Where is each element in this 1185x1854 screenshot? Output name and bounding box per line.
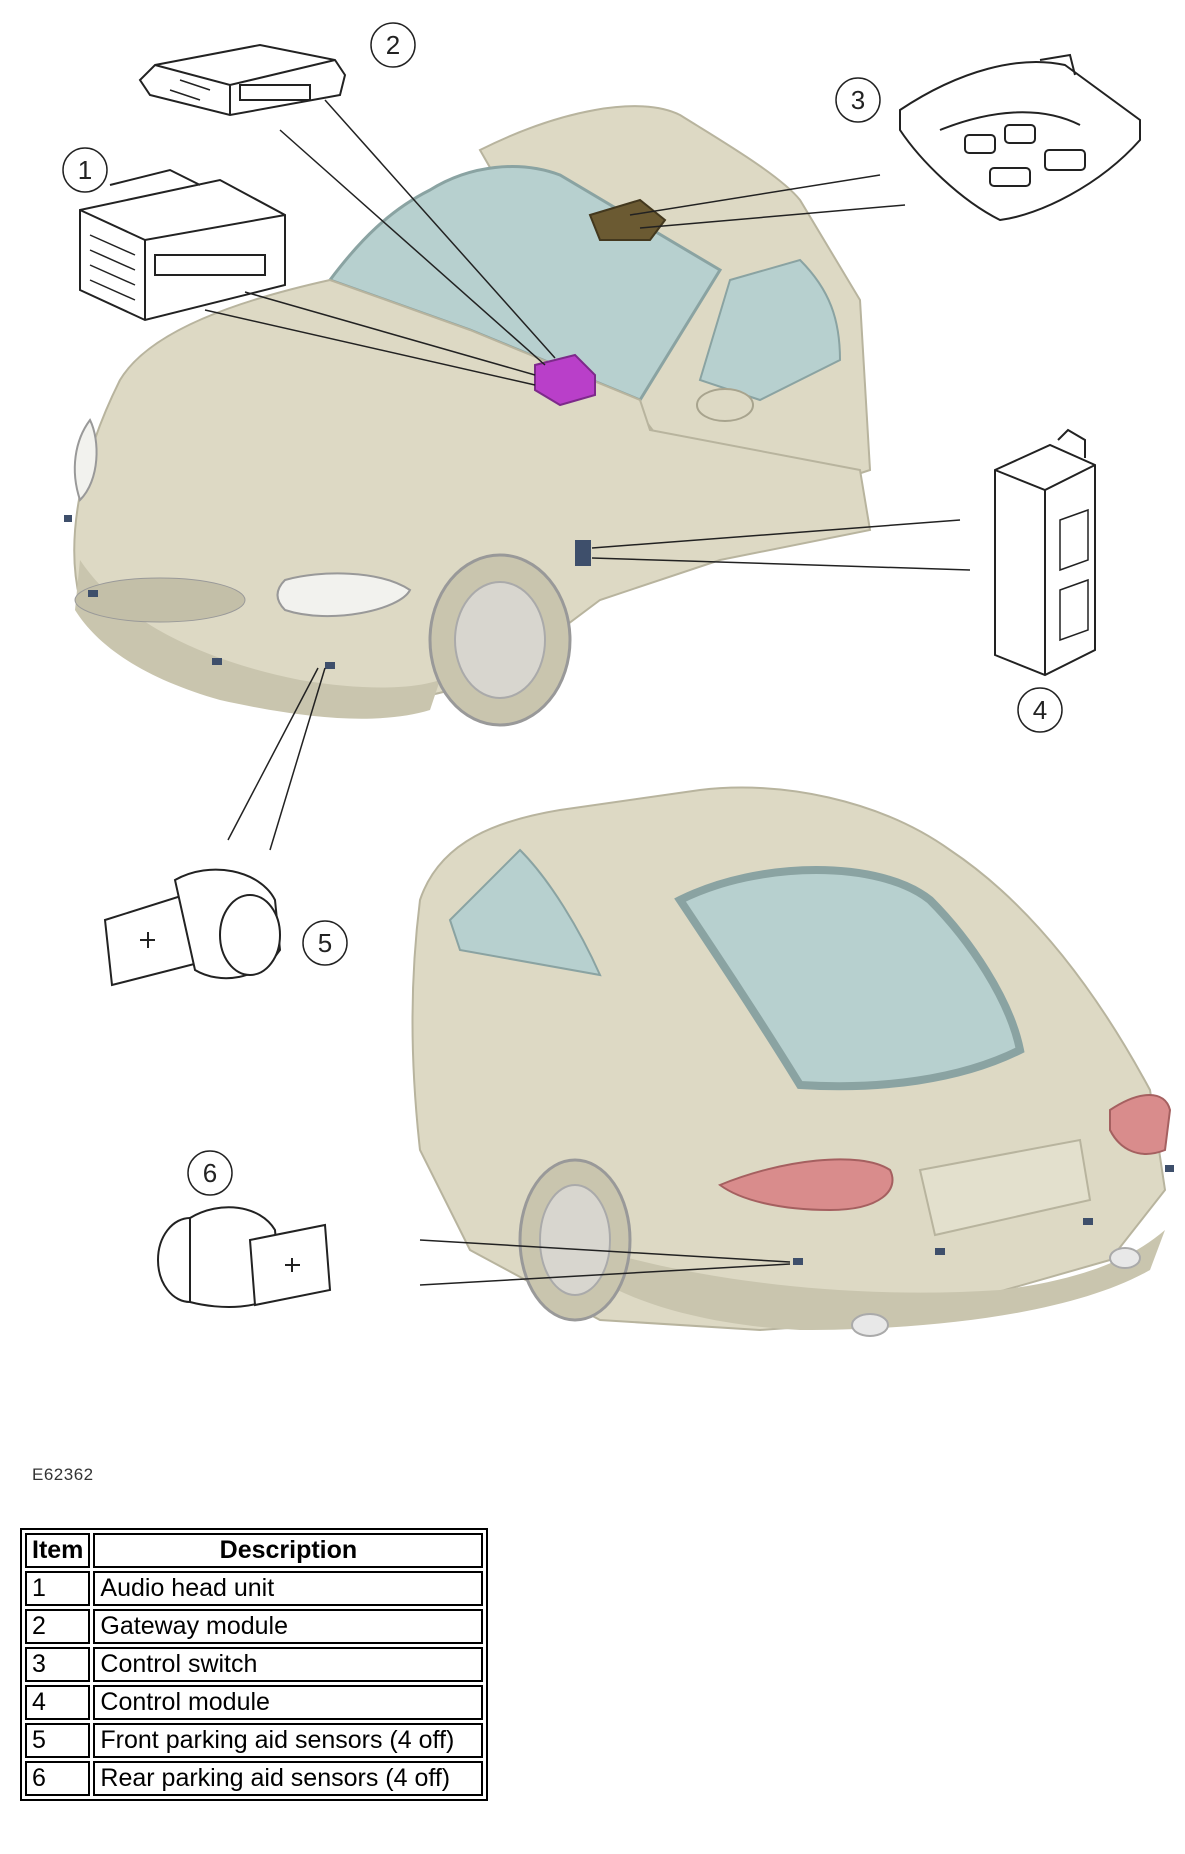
gateway-module-location xyxy=(534,353,596,407)
rear-car-wheel-rim xyxy=(539,1184,611,1296)
control-switch-drawing xyxy=(899,53,1141,222)
front-sensor-drawing xyxy=(103,868,282,987)
front-sensor-marker xyxy=(64,515,72,522)
legend-item-description: Rear parking aid sensors (4 off) xyxy=(93,1761,484,1796)
rear-sensor-marker xyxy=(935,1248,945,1255)
component-location-diagram: 1 2 3 4 5 6 xyxy=(62,22,1174,1337)
legend-item-description: Control module xyxy=(93,1685,484,1720)
front-car-mirror xyxy=(696,388,754,422)
legend-item-number: 4 xyxy=(25,1685,91,1720)
callout-number: 3 xyxy=(851,85,865,115)
front-sensor-marker xyxy=(88,590,98,597)
rear-car-side-window xyxy=(448,848,602,977)
table-row: 3 Control switch xyxy=(25,1647,484,1682)
callout-3: 3 xyxy=(835,77,881,123)
callout-1: 1 xyxy=(62,147,108,193)
legend-item-description: Control switch xyxy=(93,1647,484,1682)
control-switch-location xyxy=(588,198,667,241)
callout-2: 2 xyxy=(370,22,416,68)
legend-item-description: Gateway module xyxy=(93,1609,484,1644)
rear-car-exhaust xyxy=(851,1313,889,1337)
front-car-grille xyxy=(74,577,246,623)
front-sensor-marker xyxy=(325,662,335,669)
front-car-headlight-left xyxy=(73,418,98,502)
front-car-bumper xyxy=(75,560,440,719)
front-car-headlight-right xyxy=(276,572,412,618)
table-row: 2 Gateway module xyxy=(25,1609,484,1644)
callout-6: 6 xyxy=(187,1150,233,1196)
legend-header-description: Description xyxy=(93,1533,484,1568)
legend-header-row: Item Description xyxy=(25,1533,484,1568)
legend-header-item: Item xyxy=(25,1533,91,1568)
callout-number: 6 xyxy=(203,1158,217,1188)
rear-sensor-drawing xyxy=(157,1206,332,1308)
legend-item-number: 6 xyxy=(25,1761,91,1796)
rear-sensor-marker xyxy=(1083,1218,1093,1225)
legend-table: Item Description 1 Audio head unit 2 Gat… xyxy=(20,1528,489,1801)
rear-car-number-plate xyxy=(918,1138,1092,1237)
rear-car-tail-light-right xyxy=(1109,1094,1172,1155)
callout-number: 1 xyxy=(78,155,92,185)
callout-4: 4 xyxy=(1017,687,1063,733)
front-car-wheel-rim xyxy=(454,581,546,699)
table-row: 6 Rear parking aid sensors (4 off) xyxy=(25,1761,484,1796)
rear-sensor-marker xyxy=(1165,1165,1174,1172)
callout-number: 4 xyxy=(1033,695,1047,725)
legend-item-description: Audio head unit xyxy=(93,1571,484,1606)
legend-item-number: 5 xyxy=(25,1723,91,1758)
rear-car-exhaust xyxy=(1109,1247,1141,1269)
leader-lines xyxy=(204,99,971,1286)
callout-5: 5 xyxy=(302,920,348,966)
rear-sensor-marker xyxy=(793,1258,803,1265)
legend-item-number: 2 xyxy=(25,1609,91,1644)
figure-id: E62362 xyxy=(32,1465,94,1484)
rear-car-view xyxy=(411,786,1174,1337)
callout-number: 5 xyxy=(318,928,332,958)
table-row: 5 Front parking aid sensors (4 off) xyxy=(25,1723,484,1758)
legend-item-number: 3 xyxy=(25,1647,91,1682)
table-row: 4 Control module xyxy=(25,1685,484,1720)
gateway-module-drawing xyxy=(138,43,347,117)
audio-head-unit-drawing xyxy=(79,168,286,322)
control-module-drawing xyxy=(994,428,1096,677)
rear-car-tail-light-left xyxy=(717,1158,894,1212)
legend-item-description: Front parking aid sensors (4 off) xyxy=(93,1723,484,1758)
table-row: 1 Audio head unit xyxy=(25,1571,484,1606)
front-sensor-marker xyxy=(212,658,222,665)
rear-car-rear-window xyxy=(674,866,1025,1091)
control-module-location xyxy=(575,540,591,566)
front-car-view xyxy=(64,105,872,727)
front-car-side-window xyxy=(698,258,842,402)
rear-car-bumper xyxy=(600,1230,1165,1330)
legend-item-number: 1 xyxy=(25,1571,91,1606)
callout-number: 2 xyxy=(386,30,400,60)
